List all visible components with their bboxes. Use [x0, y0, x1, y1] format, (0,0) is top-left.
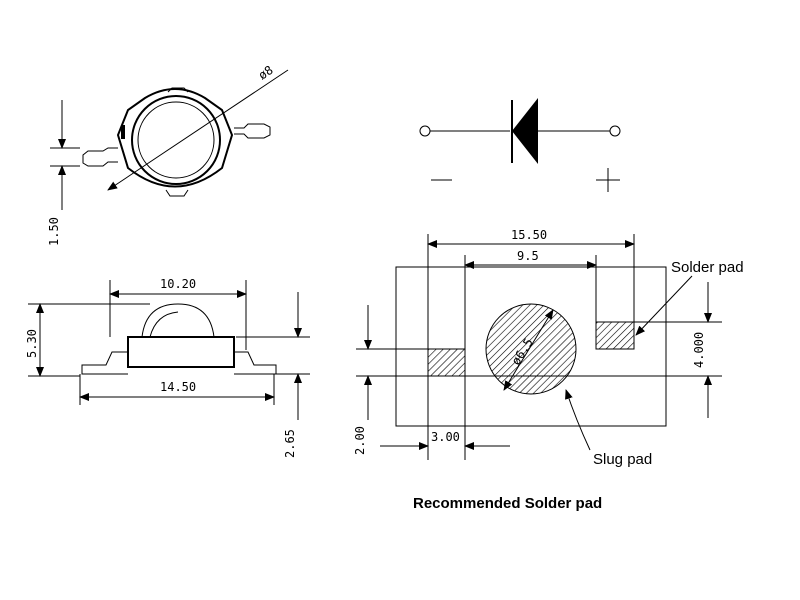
top-view-housing — [116, 88, 234, 188]
solder-pad-caption: Recommended Solder pad — [413, 495, 602, 512]
side-view: 10.20 14.50 5.30 2.65 — [25, 277, 310, 458]
solder-pad-leader — [635, 275, 693, 336]
polarity-mark — [121, 125, 125, 139]
solder-pad-layout: 15.50 9.5 ø6.5 2.00 4.000 3.00 Solder pa… — [353, 228, 744, 512]
diameter-label: ø8 — [256, 63, 276, 83]
slug-pad-callout: Slug pad — [593, 451, 652, 468]
diameter-dimension-line — [107, 69, 289, 191]
inner-width-label: 9.5 — [517, 249, 539, 263]
overall-width-label: 15.50 — [511, 228, 547, 242]
lens-width-label: 10.20 — [160, 277, 196, 291]
pin-width-label: 1.50 — [47, 217, 61, 246]
pad-offset-label: 2.00 — [353, 426, 367, 455]
right-lead — [234, 123, 271, 139]
diode-symbol — [419, 98, 621, 192]
right-solder-pad — [595, 321, 635, 350]
total-height-label: 5.30 — [25, 329, 39, 358]
slug-pad-leader — [565, 389, 591, 451]
left-lead — [82, 147, 118, 167]
solder-pad-callout: Solder pad — [671, 259, 744, 276]
pad-width-label: 3.00 — [431, 430, 460, 444]
pad-height-label: 4.000 — [692, 332, 706, 368]
side-view-dome — [141, 303, 215, 338]
top-view-lens-outer — [131, 95, 221, 185]
diode-triangle — [512, 98, 538, 164]
side-view-body — [127, 336, 235, 368]
top-view-lens-inner — [137, 101, 215, 179]
body-width-label: 14.50 — [160, 380, 196, 394]
cathode-terminal — [609, 125, 621, 137]
left-solder-pad — [427, 348, 466, 377]
lead-height-label: 2.65 — [283, 429, 297, 458]
anode-terminal — [419, 125, 431, 137]
top-view: ø8 1.50 — [47, 63, 289, 246]
